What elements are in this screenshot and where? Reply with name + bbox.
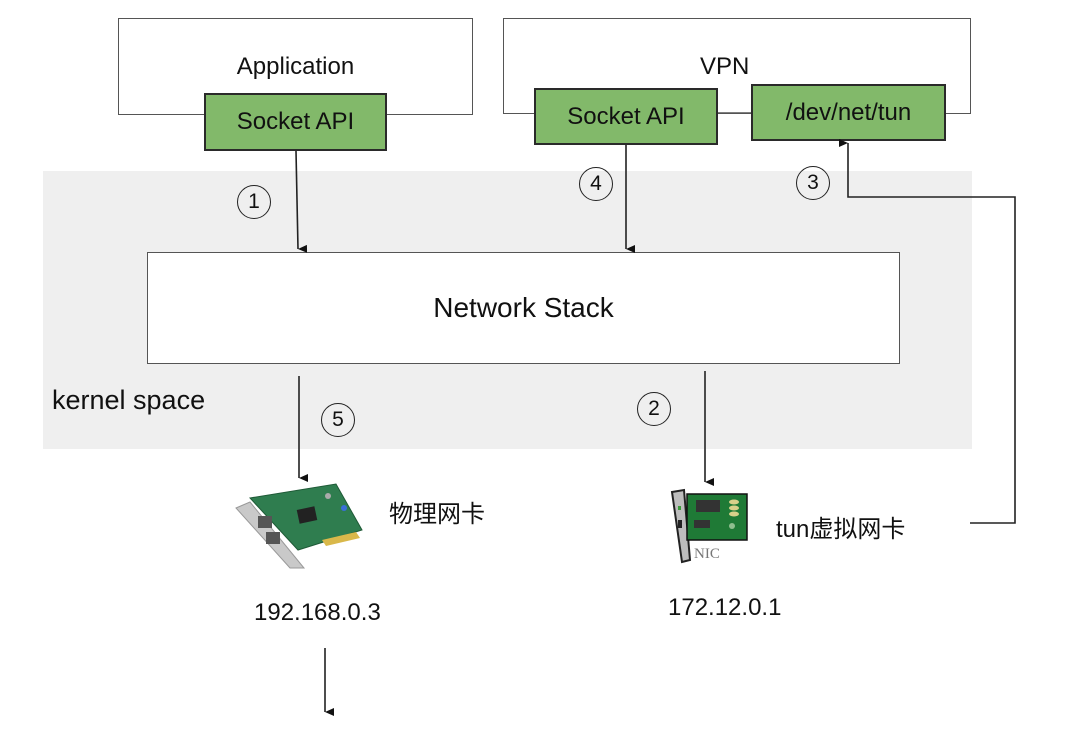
step-1-badge: 1 [237, 185, 271, 219]
arrow-tun-nic-to-dev-tun [839, 139, 1016, 524]
tun-nic-icon: NIC [670, 488, 748, 564]
physical-nic-label: 物理网卡 [389, 501, 485, 528]
tun-nic-icon-text: NIC [694, 546, 720, 562]
network-stack-label: Network Stack [433, 292, 614, 323]
step-4-badge: 4 [579, 167, 613, 201]
tun-nic-label: tun虚拟网卡 [776, 516, 906, 543]
step-2-badge: 2 [637, 392, 671, 426]
physical-nic-icon [235, 483, 363, 569]
step-3-badge: 3 [796, 166, 830, 200]
vpn-title: VPN [700, 53, 750, 80]
step-5-badge: 5 [321, 403, 355, 437]
arrow-app-to-stack [295, 150, 308, 253]
vpn-socket-api-box: Socket API [534, 88, 718, 145]
tun-nic-ip: 172.12.0.1 [668, 594, 782, 621]
physical-nic-ip: 192.168.0.3 [254, 599, 381, 626]
application-title: Application [236, 53, 355, 80]
kernel-space-label: kernel space [52, 385, 206, 415]
network-stack-box: Network Stack [147, 252, 900, 364]
app-socket-api-box: Socket API [204, 93, 387, 151]
tun-device-box: /dev/net/tun [751, 84, 946, 141]
